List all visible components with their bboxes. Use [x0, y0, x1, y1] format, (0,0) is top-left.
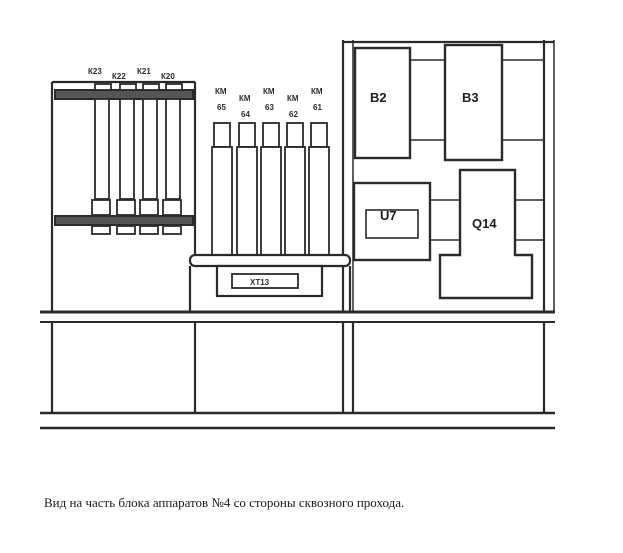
- relay-k21-body: [142, 98, 158, 200]
- contactor-62-body: [284, 146, 306, 256]
- relay-label-k23: К23: [88, 67, 102, 76]
- contactor-65-body: [211, 146, 233, 256]
- relay-top-bar: [54, 89, 194, 100]
- relay-bottom-bar: [54, 215, 194, 226]
- relay-k20-body: [165, 98, 181, 200]
- contactor-64-top: [238, 122, 256, 148]
- relay-k23-foot: [91, 225, 111, 235]
- contactor-label-62-top: КМ: [287, 94, 299, 103]
- contactor-label-61-top: КМ: [311, 87, 323, 96]
- relay-k20-foot: [162, 225, 182, 235]
- relay-k21-foot: [139, 225, 159, 235]
- relay-k20-cap: [165, 83, 183, 91]
- block-b2: [353, 46, 412, 160]
- contactor-61-body: [308, 146, 330, 256]
- contactor-label-65-num: 65: [217, 103, 226, 112]
- relay-k22-cap: [119, 83, 137, 91]
- block-label-b3: В3: [462, 90, 479, 105]
- contactor-63-top: [262, 122, 280, 148]
- contactor-label-63-top: КМ: [263, 87, 275, 96]
- relay-k23-cap: [94, 83, 112, 91]
- figure-caption: Вид на часть блока аппаратов №4 со сторо…: [44, 495, 405, 510]
- relay-k22-body: [119, 98, 135, 200]
- block-q14: [438, 168, 534, 300]
- block-b3: [443, 43, 504, 162]
- contactor-label-61-num: 61: [313, 103, 322, 112]
- relay-k21-cap: [142, 83, 160, 91]
- contactor-label-62-num: 62: [289, 110, 298, 119]
- relay-k21-base: [139, 199, 159, 216]
- relay-k22-foot: [116, 225, 136, 235]
- module-group: [352, 43, 534, 300]
- block-label-q14: Q14: [472, 216, 497, 231]
- frame-lines: [40, 40, 555, 430]
- relay-k23-base: [91, 199, 111, 216]
- contactor-label-65-top: КМ: [215, 87, 227, 96]
- relay-k22-base: [116, 199, 136, 216]
- contactor-label-64-num: 64: [241, 110, 250, 119]
- block-label-u7: U7: [380, 208, 397, 223]
- relay-label-k22: К22: [112, 72, 126, 81]
- relay-group: [91, 83, 183, 235]
- contactor-group: [188, 122, 352, 312]
- relay-label-k21: К21: [137, 67, 151, 76]
- contactor-label-63-num: 63: [265, 103, 274, 112]
- relay-k20-base: [162, 199, 182, 216]
- contactor-62-top: [286, 122, 304, 148]
- contactor-rail: [188, 253, 352, 268]
- block-label-b2: В2: [370, 90, 387, 105]
- block-u7-inner: [365, 209, 419, 239]
- contactor-61-top: [310, 122, 328, 148]
- xt13-terminal: [231, 273, 299, 289]
- relay-label-k20: К20: [161, 72, 175, 81]
- relay-k23-body: [94, 98, 110, 200]
- terminal-label: XT13: [250, 278, 270, 287]
- contactor-label-64-top: КМ: [239, 94, 251, 103]
- contactor-64-body: [236, 146, 258, 256]
- contactor-63-body: [260, 146, 282, 256]
- contactor-65-top: [213, 122, 231, 148]
